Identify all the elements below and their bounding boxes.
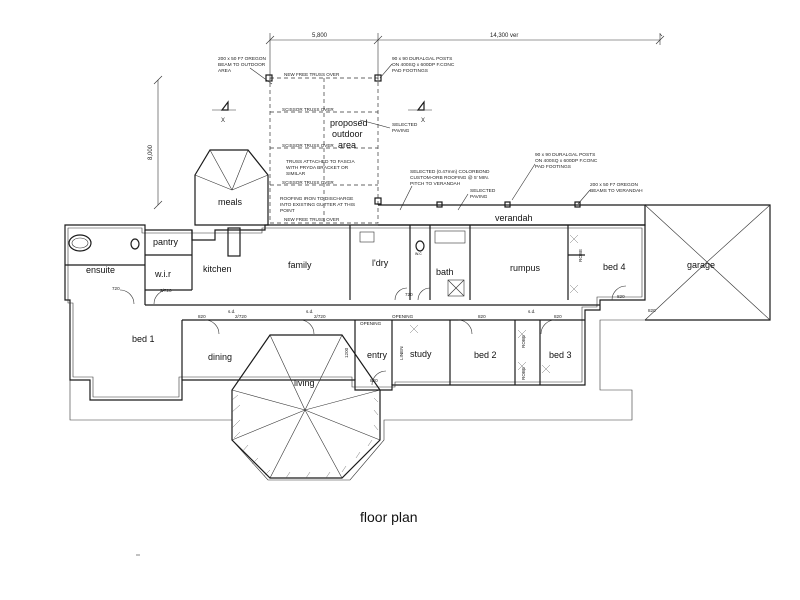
svg-text:OPENING: OPENING [392,314,414,319]
svg-text:90 x 90 DURALGAL POSTS: 90 x 90 DURALGAL POSTS [392,56,452,62]
svg-text:PAD FOOTINGS: PAD FOOTINGS [392,68,428,74]
section-marker-left: X [212,100,236,124]
svg-text:820: 820 [554,314,562,319]
robe-hatches [409,234,579,374]
svg-text:820: 820 [617,294,625,299]
svg-text:s.d.: s.d. [528,309,535,314]
svg-text:720: 720 [405,292,413,297]
svg-text:ROOFING IRON TO DISCHARGE: ROOFING IRON TO DISCHARGE [280,196,353,202]
svg-text:SCISSOR TRUSS OVER: SCISSOR TRUSS OVER [282,180,334,185]
room-label-verandah: verandah [495,213,533,223]
room-label-bed3: bed 3 [549,350,572,360]
svg-text:SCISSOR TRUSS OVER: SCISSOR TRUSS OVER [282,107,334,112]
svg-text:820: 820 [478,314,486,319]
outdoor-label-3: area [338,140,356,150]
outdoor-area: proposed outdoor area NEW FREE TRUSS OVE… [265,72,382,224]
construction-notes: 200 x 50 F7 OREGON BEAM TO OUTDOOR AREA … [218,56,643,214]
svg-text:2/720: 2/720 [314,314,326,319]
svg-text:LINEN: LINEN [399,346,404,360]
svg-text:SELECTED (0.47mm) COLORBOND: SELECTED (0.47mm) COLORBOND [410,169,490,175]
svg-text:ON 400SQ x 600DP F.CONC: ON 400SQ x 600DP F.CONC [392,62,455,68]
svg-text:AREA: AREA [218,68,232,74]
room-label-bed2: bed 2 [474,350,497,360]
room-labels: meals pantry ensuite w.i.r kitchen famil… [86,197,715,388]
svg-text:X: X [221,118,225,124]
room-label-meals: meals [218,197,243,207]
opening-labels: 720 2/720 820 2/720 2/720 1200 820 820 8… [112,286,656,383]
svg-text:NEW FREE TRUSS OVER: NEW FREE TRUSS OVER [284,72,340,77]
section-marker-right: X [408,100,432,124]
living-bay [231,334,381,479]
svg-text:SIMILAR: SIMILAR [286,171,306,177]
svg-text:SCISSOR TRUSS OVER: SCISSOR TRUSS OVER [282,143,334,148]
room-label-wir: w.i.r [154,269,171,279]
svg-text:820: 820 [370,378,378,383]
room-label-study: study [410,349,432,359]
svg-text:820: 820 [198,314,206,319]
room-label-bed1: bed 1 [132,334,155,344]
svg-text:PAVING: PAVING [470,194,488,200]
room-label-garage: garage [687,260,715,270]
svg-text:PAVING: PAVING [392,128,410,134]
svg-text:NEW FREE TRUSS OVER: NEW FREE TRUSS OVER [284,217,340,222]
svg-text:PAD FOOTINGS: PAD FOOTINGS [535,164,571,170]
room-label-bath: bath [436,267,454,277]
svg-text:ROBE: ROBE [521,335,526,348]
svg-text:ROBE: ROBE [521,367,526,380]
svg-text:720: 720 [112,286,120,291]
svg-text:2/720: 2/720 [160,288,172,293]
side-dimension-line: 8,000 [148,75,163,210]
room-label-wc: w.c [415,251,422,256]
svg-text:200 x 50 F7 OREGON: 200 x 50 F7 OREGON [218,56,267,62]
room-label-dining: dining [208,352,232,362]
door-swings [119,285,627,386]
dimension-top-right: 14,300 ver [490,33,518,39]
svg-text:BEAMS TO VERANDAH: BEAMS TO VERANDAH [590,188,643,194]
meals-bay [194,149,269,226]
outdoor-label-2: outdoor [332,129,363,139]
top-dimension-lines: 5,800 14,300 ver [265,33,665,80]
room-label-family: family [288,260,312,270]
room-label-ensuite: ensuite [86,265,115,275]
room-label-entry: entry [367,350,388,360]
room-label-laundry: l'dry [372,258,389,268]
svg-text:s.d.: s.d. [306,309,313,314]
svg-text:2/720: 2/720 [235,314,247,319]
room-label-rumpus: rumpus [510,263,541,273]
drawing-title: floor plan [360,509,418,525]
dimension-top-left: 5,800 [312,33,328,39]
svg-text:CUSTOM-ORB ROOFING @ 5' MIN.: CUSTOM-ORB ROOFING @ 5' MIN. [410,175,489,181]
svg-text:POINT: POINT [280,208,295,214]
verandah: verandah [378,201,646,226]
svg-text:PITCH TO VERANDAH: PITCH TO VERANDAH [410,181,461,187]
svg-text:s.d.: s.d. [228,309,235,314]
outdoor-label-1: proposed [330,118,368,128]
svg-text:BEAM TO OUTDOOR: BEAM TO OUTDOOR [218,62,266,68]
svg-text:TRUSS ATTACHED TO FASCIA: TRUSS ATTACHED TO FASCIA [286,159,355,165]
svg-text:WITH PRYDA BRACKET OR: WITH PRYDA BRACKET OR [286,165,349,171]
svg-text:ON 400SQ x 600DP F.CONC: ON 400SQ x 600DP F.CONC [535,158,598,164]
svg-text:SELECTED: SELECTED [392,122,418,128]
svg-text:OPENING: OPENING [360,321,382,326]
corner-mark-top [659,33,663,37]
house-walls [64,204,771,401]
svg-text:1200: 1200 [344,347,349,358]
room-label-pantry: pantry [153,237,179,247]
svg-text:X: X [421,118,425,124]
room-label-bed4: bed 4 [603,262,626,272]
svg-text:ROBE: ROBE [578,249,583,262]
sliding-door-labels: s.d. s.d. s.d. OPENING OPENING [228,309,535,326]
svg-text:820: 820 [648,308,656,313]
svg-text:INTO EXISTING GUTTER AT THIS: INTO EXISTING GUTTER AT THIS [280,202,355,208]
dimension-side: 8,000 [148,144,154,160]
room-label-kitchen: kitchen [203,264,232,274]
svg-text:200 x 50 F7 OREGON: 200 x 50 F7 OREGON [590,182,639,188]
svg-text:SELECTED: SELECTED [470,188,496,194]
roof-outline [69,300,770,481]
room-label-living: living [294,378,315,388]
svg-text:90 x 90 DURALGAL POSTS: 90 x 90 DURALGAL POSTS [535,152,595,158]
